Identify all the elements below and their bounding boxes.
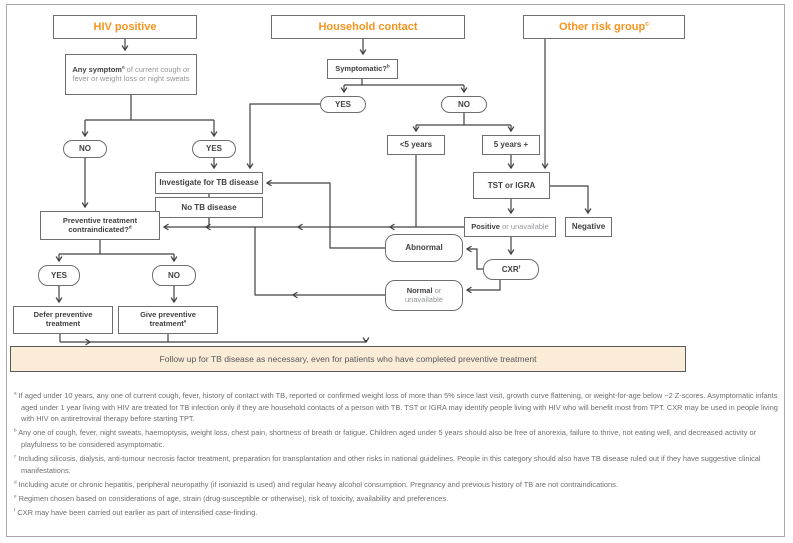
footnotes: a If aged under 10 years, any one of cur… xyxy=(14,390,778,521)
node-hiv-positive: HIV positive xyxy=(53,15,197,39)
5-years-plus-label: 5 years + xyxy=(493,140,529,150)
footnote-b: b Any one of cough, fever, night sweats,… xyxy=(14,427,757,449)
abnormal-label: Abnormal xyxy=(405,243,443,253)
node-other-risk-group: Other risk groupc xyxy=(523,15,685,39)
positive-unavailable-label: Positive or unavailable xyxy=(471,221,549,231)
investigate-tb-label: Investigate for TB disease xyxy=(159,178,259,188)
negative-label: Negative xyxy=(571,222,606,232)
node-positive-unavailable: Positive or unavailable xyxy=(464,217,556,237)
hiv-positive-label: HIV positive xyxy=(93,20,157,33)
node-contraindicated-no: NO xyxy=(152,265,196,286)
contraindicated-no-label: NO xyxy=(168,270,180,280)
follow-up-banner: Follow up for TB disease as necessary, e… xyxy=(10,346,686,372)
hiv-yes-label: YES xyxy=(205,144,222,154)
node-hiv-yes: YES xyxy=(192,140,236,158)
contraindicated-yes-label: YES xyxy=(50,270,67,280)
node-cxr: CXRf xyxy=(483,259,539,280)
node-under-5-years: <5 years xyxy=(387,135,445,155)
footnote-f: f CXR may have been carried out earlier … xyxy=(14,507,258,517)
symptomatic-label: Symptomatic?b xyxy=(335,63,390,73)
follow-up-text: Follow up for TB disease as necessary, e… xyxy=(159,354,537,364)
node-contraindicated: Preventive treatment contraindicated?d xyxy=(40,211,160,240)
household-yes-label: YES xyxy=(334,99,351,109)
household-contact-label: Household contact xyxy=(318,20,418,33)
node-give-treatment: Give preventive treatmente xyxy=(118,306,218,334)
give-treatment-label: Give preventive treatmente xyxy=(140,310,196,328)
no-tb-disease-label: No TB disease xyxy=(181,202,237,212)
node-negative: Negative xyxy=(565,217,612,237)
normal-unavailable-label: Normal or unavailable xyxy=(405,285,443,304)
under-5-years-label: <5 years xyxy=(399,140,433,150)
footnote-d: d Including acute or chronic hepatitis, … xyxy=(14,479,618,489)
node-5-years-plus: 5 years + xyxy=(482,135,540,155)
other-risk-group-label: Other risk groupc xyxy=(559,20,649,33)
node-investigate-tb: Investigate for TB disease xyxy=(155,172,263,194)
footnote-a: a If aged under 10 years, any one of cur… xyxy=(14,390,778,424)
footnote-e: e Regimen chosen based on considerations… xyxy=(14,493,449,503)
node-household-no: NO xyxy=(441,96,487,113)
node-tst-or-igra: TST or IGRA xyxy=(473,172,550,199)
node-abnormal: Abnormal xyxy=(385,234,463,262)
hiv-no-label: NO xyxy=(79,144,91,154)
node-any-symptom: Any symptoma of current cough or fever o… xyxy=(65,54,197,95)
node-normal-unavailable: Normal or unavailable xyxy=(385,280,463,311)
figure-frame xyxy=(6,4,785,537)
tst-or-igra-label: TST or IGRA xyxy=(487,180,536,190)
node-household-yes: YES xyxy=(320,96,366,113)
node-household-contact: Household contact xyxy=(271,15,465,39)
defer-treatment-label: Defer preventive treatment xyxy=(33,310,93,328)
node-hiv-no: NO xyxy=(63,140,107,158)
footnote-c: c Including silicosis, dialysis, anti-tu… xyxy=(14,453,761,475)
node-defer-treatment: Defer preventive treatment xyxy=(13,306,113,334)
cxr-label: CXRf xyxy=(501,264,521,274)
household-no-label: NO xyxy=(458,99,470,109)
node-no-tb-disease: No TB disease xyxy=(155,197,263,218)
any-symptom-text: Any symptoma of current cough or fever o… xyxy=(72,64,190,83)
contraindicated-label: Preventive treatment contraindicated?d xyxy=(62,215,138,234)
node-contraindicated-yes: YES xyxy=(38,265,80,286)
node-symptomatic: Symptomatic?b xyxy=(327,59,398,79)
